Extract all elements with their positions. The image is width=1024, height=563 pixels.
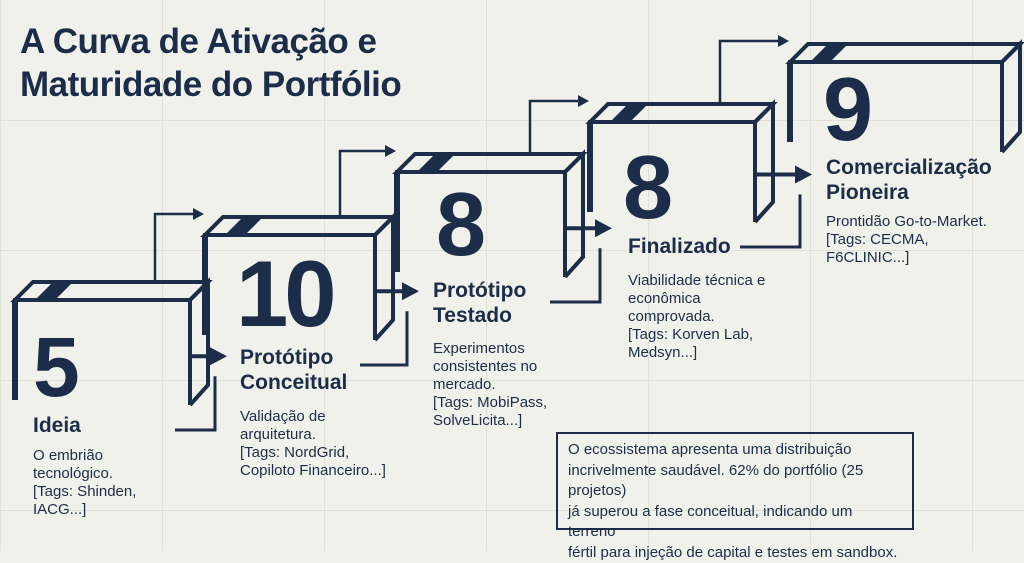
arrow-head-icon: [210, 347, 227, 365]
connector-bracket: [550, 248, 600, 302]
box-front: [790, 62, 1002, 152]
desc-line: tecnológico.: [33, 465, 136, 483]
desc-line: Copiloto Financeiro...]: [240, 462, 386, 480]
stage-label-ideia: Ideia: [33, 413, 81, 438]
step-up-arrow-line: [530, 101, 580, 154]
stage-label-prototipo-conceitual: Protótipo Conceitual: [240, 345, 347, 395]
summary-note: O ecossistema apresenta uma distribuição…: [556, 432, 914, 530]
stage-count-ideia: 5: [33, 325, 80, 409]
note-line: fértil para injeção de capital e testes …: [568, 543, 902, 563]
desc-line: SolveLicita...]: [433, 412, 547, 430]
connector-bracket: [360, 311, 407, 365]
stage-label-finalizado: Finalizado: [628, 234, 731, 259]
page-title: A Curva de Ativação e Maturidade do Port…: [20, 20, 401, 106]
desc-line: comprovada.: [628, 308, 765, 326]
desc-line: IACG...]: [33, 501, 136, 519]
label-line: Pioneira: [826, 180, 992, 205]
note-line: O ecossistema apresenta uma distribuição: [568, 440, 902, 461]
step-up-arrow-line: [720, 41, 780, 104]
label-line: Protótipo: [240, 345, 347, 370]
desc-line: [Tags: Shinden,: [33, 483, 136, 501]
label-line: Conceitual: [240, 370, 347, 395]
note-line: já superou a fase conceitual, indicando …: [568, 502, 902, 543]
desc-line: [Tags: Korven Lab,: [628, 326, 765, 344]
arrow-head-icon: [578, 95, 589, 107]
stage-desc-prototipo-conceitual: Validação de arquitetura. [Tags: NordGri…: [240, 408, 386, 480]
arrow-head-icon: [402, 282, 419, 300]
stage-count-finalizado: 8: [623, 143, 673, 233]
step-up-arrow-line: [155, 214, 195, 282]
box-side-face: [375, 217, 393, 340]
stage-count-prototipo-testado: 8: [436, 180, 486, 270]
box-pillar: [394, 172, 400, 272]
stage-label-prototipo-testado: Protótipo Testado: [433, 278, 526, 328]
desc-line: mercado.: [433, 376, 547, 394]
desc-line: Prontidão Go-to-Market.: [826, 213, 987, 231]
title-line-2: Maturidade do Portfólio: [20, 63, 401, 106]
desc-line: [Tags: CECMA,: [826, 231, 987, 249]
step-up-arrow-line: [340, 151, 387, 217]
arrow-head-icon: [385, 145, 396, 157]
box-top-stripe: [225, 217, 263, 235]
stage-desc-comercializacao: Prontidão Go-to-Market. [Tags: CECMA, F6…: [826, 213, 987, 267]
stage-count-prototipo-conceitual: 10: [236, 247, 333, 341]
desc-line: O embrião: [33, 447, 136, 465]
label-line: Comercialização: [826, 155, 992, 180]
box-side-face: [1002, 44, 1020, 152]
box-top-stripe: [35, 282, 73, 300]
desc-line: consistentes no: [433, 358, 547, 376]
desc-line: Validação de: [240, 408, 386, 426]
box-pillar: [202, 235, 208, 335]
stage-desc-finalizado: Viabilidade técnica e econômica comprova…: [628, 272, 765, 362]
label-line: Protótipo: [433, 278, 526, 303]
box-pillar: [787, 62, 793, 142]
arrow-head-icon: [193, 208, 204, 220]
arrow-head-icon: [595, 219, 612, 237]
desc-line: [Tags: NordGrid,: [240, 444, 386, 462]
stage-label-comercializacao: Comercialização Pioneira: [826, 155, 992, 205]
desc-line: Medsyn...]: [628, 344, 765, 362]
box-pillar: [587, 122, 593, 212]
box-top-stripe: [417, 154, 455, 172]
desc-line: [Tags: MobiPass,: [433, 394, 547, 412]
title-line-1: A Curva de Ativação e: [20, 20, 401, 63]
label-line: Testado: [433, 303, 526, 328]
stage-desc-ideia: O embrião tecnológico. [Tags: Shinden, I…: [33, 447, 136, 519]
stage-count-comercializacao: 9: [823, 65, 873, 155]
box-side-face: [565, 154, 583, 277]
desc-line: Experimentos: [433, 340, 547, 358]
desc-line: F6CLINIC...]: [826, 249, 987, 267]
arrow-head-icon: [778, 35, 789, 47]
box-top-stripe: [610, 104, 648, 122]
desc-line: Viabilidade técnica e: [628, 272, 765, 290]
desc-line: econômica: [628, 290, 765, 308]
stage-desc-prototipo-testado: Experimentos consistentes no mercado. [T…: [433, 340, 547, 430]
note-line: incrivelmente saudável. 62% do portfólio…: [568, 461, 902, 502]
desc-line: arquitetura.: [240, 426, 386, 444]
arrow-head-icon: [795, 166, 812, 184]
box-side-face: [755, 104, 773, 222]
box-pillar: [12, 300, 18, 400]
